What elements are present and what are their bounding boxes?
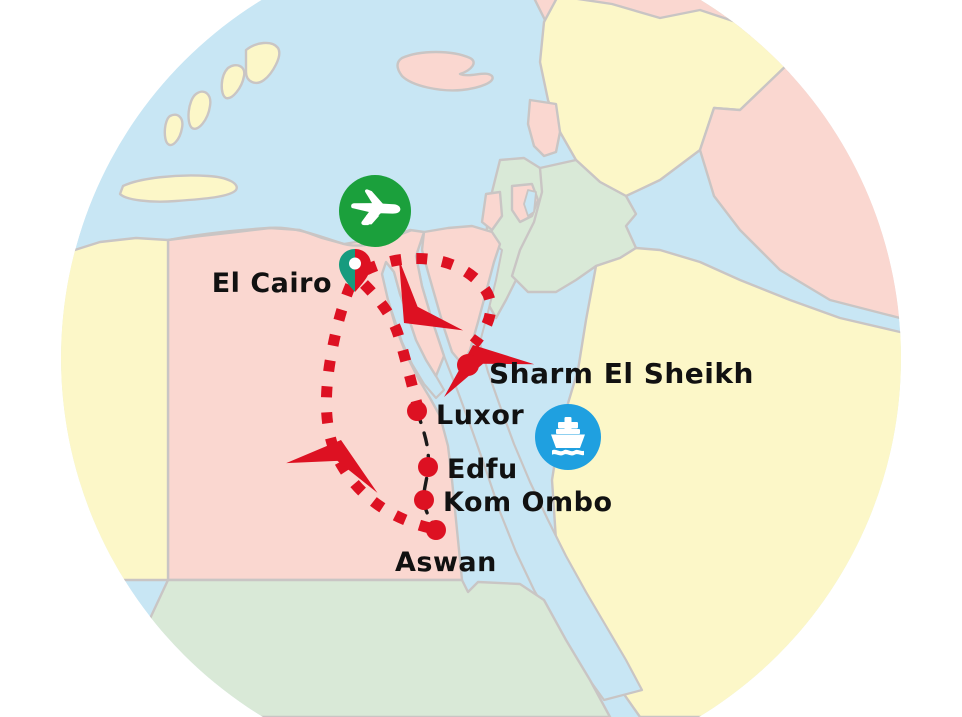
island-small-c xyxy=(187,90,212,130)
city-label-kom-ombo: Kom Ombo xyxy=(443,487,613,518)
ship-icon xyxy=(551,417,585,456)
city-dot-sharm-el-sheikh[interactable] xyxy=(457,354,479,376)
flight-routes-layer xyxy=(320,253,497,534)
cruise-mode-icon[interactable] xyxy=(535,404,601,470)
island-small-b xyxy=(220,64,246,100)
city-pin-el-cairo[interactable] xyxy=(339,249,371,292)
city-label-luxor: Luxor xyxy=(436,400,524,431)
airplane-icon xyxy=(351,189,401,226)
country-lebanon xyxy=(526,98,562,158)
city-label-sharm-el-sheikh: Sharm El Sheikh xyxy=(489,357,754,390)
city-dot-aswan[interactable] xyxy=(426,520,446,540)
city-label-aswan: Aswan xyxy=(395,547,497,578)
country-sudan xyxy=(138,578,612,717)
island-crete xyxy=(118,174,238,203)
island-small-a xyxy=(244,41,281,84)
city-label-edfu: Edfu xyxy=(447,454,518,485)
country-syria xyxy=(538,0,792,198)
city-dot-luxor[interactable] xyxy=(407,401,427,421)
region-gaza xyxy=(480,190,504,232)
island-small-d xyxy=(163,113,184,147)
country-libya xyxy=(61,236,170,582)
route-aswan-cairo xyxy=(320,279,432,534)
island-cyprus xyxy=(396,50,494,92)
city-labels-layer: El Cairo Sharm El Sheikh Luxor Edfu Kom … xyxy=(212,268,754,578)
city-markers-layer xyxy=(339,249,479,540)
city-label-el-cairo: El Cairo xyxy=(212,268,332,299)
route-cairo-luxor xyxy=(360,280,423,406)
route-cairo-sharm xyxy=(363,253,497,348)
city-dot-edfu[interactable] xyxy=(418,457,438,477)
nile-cruise-path xyxy=(415,409,438,532)
flight-mode-icon[interactable] xyxy=(339,175,411,247)
city-dot-kom-ombo[interactable] xyxy=(414,490,434,510)
pin-center-dot xyxy=(349,257,361,270)
sea-dead-sea xyxy=(523,189,537,217)
